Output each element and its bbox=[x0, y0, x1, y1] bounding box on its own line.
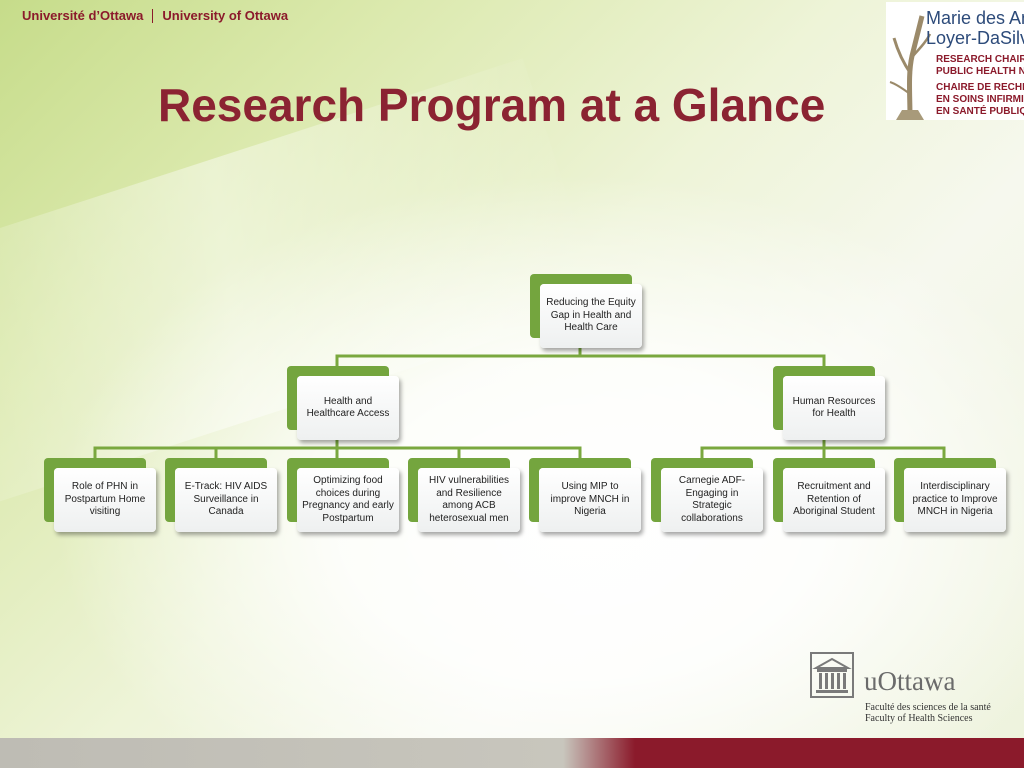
node-interdisciplinary: Interdisciplinary practice to Improve MN… bbox=[904, 468, 1006, 532]
node-etrack-hiv: E-Track: HIV AIDS Surveillance in Canada bbox=[175, 468, 277, 532]
university-name-en: University of Ottawa bbox=[162, 8, 289, 23]
node-root: Reducing the Equity Gap in Health and He… bbox=[540, 284, 642, 348]
faculty-name-en: Faculty of Health Sciences bbox=[865, 713, 973, 724]
chair-line-4: EN SOINS INFIRMIE bbox=[936, 94, 1024, 105]
slide-background: Université d’Ottawa University of Ottawa… bbox=[0, 0, 1024, 738]
uottawa-wordmark: uOttawa bbox=[864, 666, 956, 696]
university-header: Université d’Ottawa University of Ottawa bbox=[22, 8, 288, 23]
node-mip-nigeria: Using MIP to improve MNCH in Nigeria bbox=[539, 468, 641, 532]
node-optimizing-food: Optimizing food choices during Pregnancy… bbox=[297, 468, 399, 532]
header-separator bbox=[152, 8, 154, 23]
chair-line-1: RESEARCH CHAIR bbox=[936, 54, 1024, 65]
chair-name: Marie des Anc Loyer-DaSilv bbox=[926, 8, 1024, 48]
footer-bar bbox=[0, 738, 1024, 768]
node-aboriginal-student: Recruitment and Retention of Aboriginal … bbox=[783, 468, 885, 532]
chair-line-3: CHAIRE DE RECHERCI bbox=[936, 82, 1024, 93]
node-human-resources: Human Resources for Health bbox=[783, 376, 885, 440]
node-carnegie-adf: Carnegie ADF- Engaging in Strategic coll… bbox=[661, 468, 763, 532]
chair-line-5: EN SANTÉ PUBLIQU bbox=[936, 106, 1024, 117]
uottawa-logo: uOttawa Faculté des sciences de la santé… bbox=[810, 652, 1010, 732]
university-name-fr: Université d’Ottawa bbox=[22, 8, 144, 23]
faculty-name-fr: Faculté des sciences de la santé bbox=[865, 702, 991, 713]
org-chart-connectors bbox=[93, 346, 946, 460]
building-icon bbox=[810, 652, 854, 698]
node-phn-home-visiting: Role of PHN in Postpartum Home visiting bbox=[54, 468, 156, 532]
tree-icon bbox=[889, 15, 932, 120]
node-hiv-vulnerabilities: HIV vulnerabilities and Resilience among… bbox=[418, 468, 520, 532]
node-health-access: Health and Healthcare Access bbox=[297, 376, 399, 440]
chair-line-2: PUBLIC HEALTH NURSI bbox=[936, 66, 1024, 77]
research-chair-logo: Marie des Anc Loyer-DaSilv RESEARCH CHAI… bbox=[886, 2, 1024, 120]
page-title: Research Program at a Glance bbox=[158, 79, 826, 131]
